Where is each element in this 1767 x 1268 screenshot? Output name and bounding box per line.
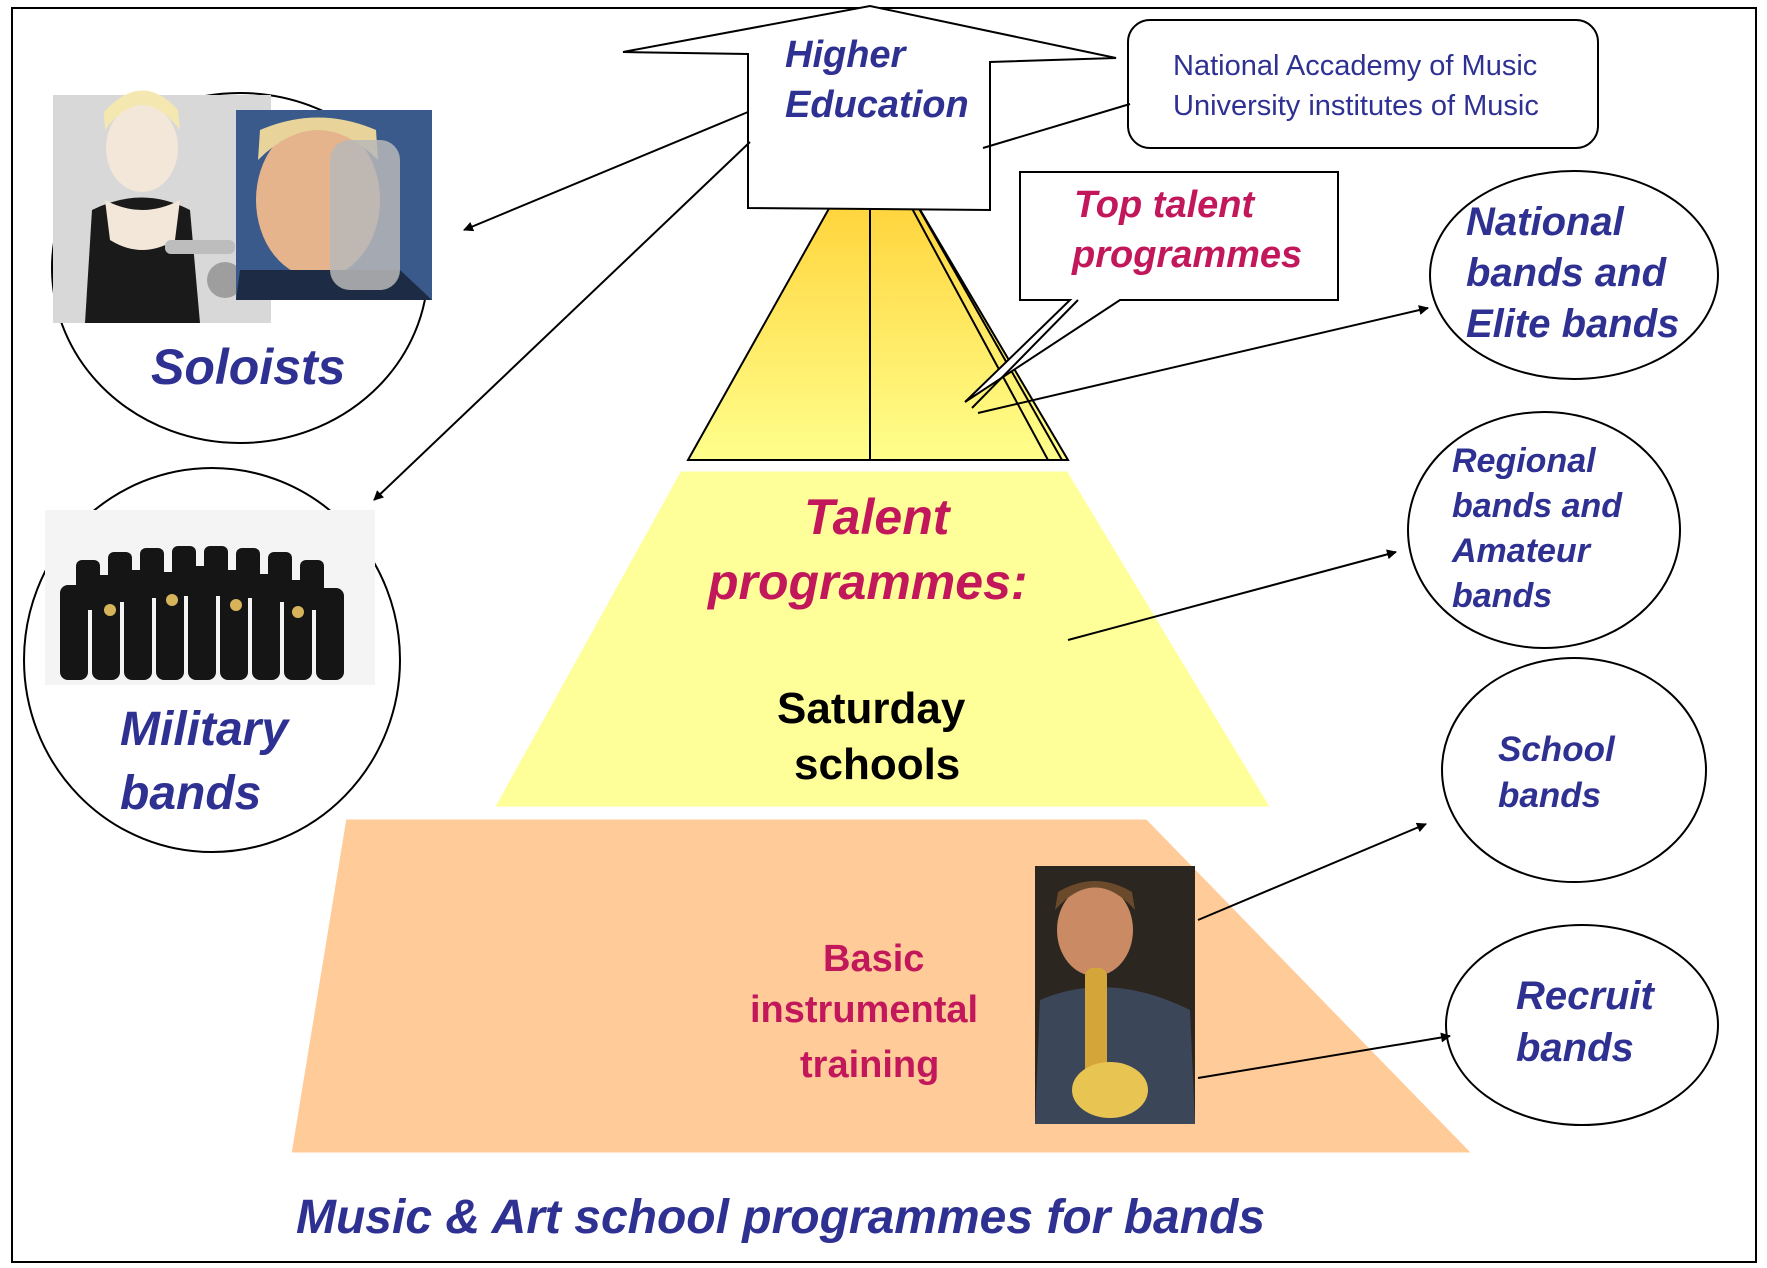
talent-programmes-label-2: programmes: <box>708 554 1028 610</box>
academy-line-1: National Accademy of Music <box>1173 50 1538 82</box>
footer-title: Music & Art school programmes for bands <box>296 1191 1266 1244</box>
academy-line-2: University institutes of Music <box>1173 90 1539 122</box>
military-bands-label-1: Military <box>120 703 289 756</box>
arrow-to-school-bands <box>1197 822 1427 921</box>
basic-training-label-2: instrumental <box>750 989 979 1031</box>
national-bands-label-2: bands and <box>1466 251 1667 295</box>
soloist-photo-female <box>53 90 271 323</box>
top-talent-callout-pointer-2 <box>971 299 1079 409</box>
military-bands-label-2: bands <box>120 767 262 820</box>
regional-bands-label-1: Regional <box>1452 442 1596 480</box>
recruit-bands-ellipse <box>1445 924 1719 1126</box>
national-bands-label-1: National <box>1466 200 1624 244</box>
pyramid-base-tier <box>288 816 1478 1156</box>
soloists-label: Soloists <box>151 339 346 395</box>
arrow-to-national <box>977 305 1429 414</box>
pyramid-middle-tier <box>490 468 1275 810</box>
arrow-to-military <box>373 141 751 501</box>
top-talent-callout-box <box>964 171 1339 403</box>
saturday-schools-label-2: schools <box>794 740 961 789</box>
boy-trumpet-photo <box>1035 866 1195 1124</box>
regional-bands-label-4: bands <box>1452 577 1553 615</box>
school-bands-ellipse <box>1441 657 1707 883</box>
basic-training-label-3: training <box>800 1044 940 1086</box>
recruit-bands-label-2: bands <box>1516 1026 1634 1070</box>
arrow-to-recruit-bands <box>1197 1032 1451 1079</box>
arrow-to-regional <box>1067 549 1397 641</box>
pyramid-top-tier <box>686 127 1070 461</box>
military-band-photo <box>45 510 375 685</box>
regional-bands-label-3: Amateur <box>1452 532 1590 570</box>
school-bands-label-2: bands <box>1498 776 1602 815</box>
recruit-bands-label-1: Recruit <box>1516 974 1654 1018</box>
arrow-to-soloists <box>463 111 749 232</box>
top-talent-label-1: Top talent <box>1074 184 1255 226</box>
national-bands-label-3: Elite bands <box>1466 302 1680 346</box>
academy-callout-box <box>1127 19 1599 149</box>
school-bands-label-1: School <box>1498 730 1615 769</box>
higher-education-label-2: Education <box>785 84 969 126</box>
basic-training-label-1: Basic <box>823 938 925 980</box>
higher-education-arrow-shape <box>622 4 1117 212</box>
saturday-schools-label-1: Saturday <box>777 684 966 733</box>
talent-programmes-label-1: Talent <box>804 489 950 545</box>
academy-callout-pointer <box>982 103 1131 149</box>
top-talent-label-2: programmes <box>1072 234 1303 276</box>
national-ellipse <box>1429 170 1719 380</box>
higher-education-label-1: Higher <box>785 34 906 76</box>
soloist-photo-male <box>236 110 432 300</box>
regional-bands-label-2: bands and <box>1452 487 1623 525</box>
regional-ellipse <box>1407 411 1681 649</box>
